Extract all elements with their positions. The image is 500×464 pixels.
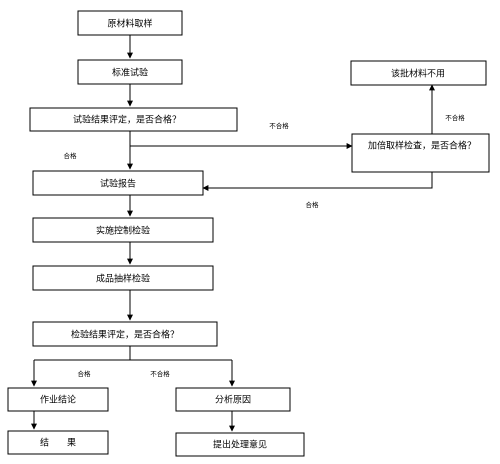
node-process-control-box — [32, 217, 214, 243]
edge-label-inspection-pass: 合格 — [78, 369, 92, 378]
edge-label-judgement-fail: 不合格 — [269, 121, 289, 130]
edge-labels: 不合格 合格 不合格 合格 合格 不合格 — [64, 113, 466, 378]
edge-label-inspection-fail: 不合格 — [150, 369, 170, 378]
node-raw-sampling: 原材料取样 — [107, 18, 152, 30]
edge-double-to-report — [202, 172, 433, 191]
edge-label-double-pass: 合格 — [306, 200, 320, 209]
node-test-report-box — [32, 170, 204, 196]
node-raw-sampling-box — [77, 10, 183, 36]
connectors — [31, 35, 435, 432]
node-result: 结 果 — [40, 437, 76, 449]
node-double-sampling-box — [351, 133, 490, 173]
node-double-sampling: 加倍取样检查，是否合格？ — [368, 140, 476, 152]
node-process-control: 实施控制检验 — [96, 225, 150, 237]
node-standard-test: 标准试验 — [112, 67, 148, 79]
node-analyze-cause: 分析原因 — [215, 394, 251, 406]
edge-label-judgement-pass: 合格 — [64, 151, 78, 160]
node-test-judgement: 试验结果评定，是否合格？ — [73, 114, 181, 126]
node-work-conclusion-box — [7, 387, 109, 412]
node-inspection-judgement: 检验结果评定，是否合格？ — [71, 329, 179, 341]
node-product-sampling-box — [32, 265, 214, 291]
node-test-report: 试验报告 — [100, 178, 136, 190]
node-product-sampling: 成品抽样检验 — [96, 273, 150, 285]
node-analyze-cause-box — [175, 387, 291, 412]
node-work-conclusion: 作业结论 — [40, 394, 76, 406]
node-batch-unusable: 该批材料不用 — [391, 68, 445, 80]
node-standard-test-box — [77, 59, 183, 85]
edge-label-double-fail: 不合格 — [445, 113, 465, 122]
nodes — [7, 10, 490, 457]
node-labels: 原材料取样 标准试验 试验结果评定，是否合格？ 该批材料不用 加倍取样检查，是否… — [40, 18, 476, 451]
node-test-judgement-box — [29, 107, 238, 132]
node-result-box — [7, 430, 109, 455]
node-propose-handling: 提出处理意见 — [213, 439, 267, 451]
node-propose-handling-box — [175, 432, 305, 457]
node-inspection-judgement-box — [32, 321, 218, 347]
node-batch-unusable-box — [350, 60, 487, 86]
